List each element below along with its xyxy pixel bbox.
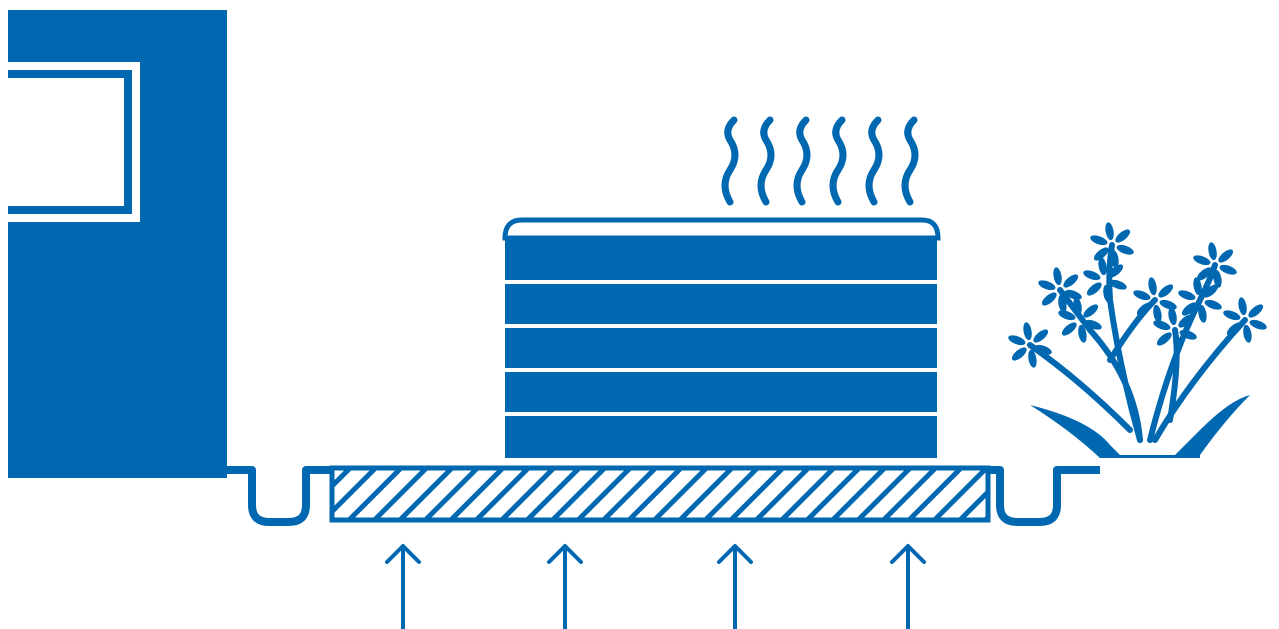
- leaf: [1084, 319, 1102, 330]
- leaf: [1218, 249, 1234, 263]
- leaf: [1238, 297, 1247, 316]
- up-arrow-icon: [717, 544, 753, 629]
- leaf: [1058, 310, 1076, 321]
- leaf: [1098, 257, 1107, 276]
- up-arrow-icon: [385, 544, 421, 629]
- building-icon: [8, 10, 227, 478]
- leaf: [1159, 299, 1177, 310]
- leaf: [1248, 304, 1264, 318]
- leaf: [1179, 329, 1197, 340]
- steam-wisp: [901, 116, 919, 206]
- steam-wisp: [793, 116, 811, 206]
- steam-wisp: [865, 116, 883, 206]
- leaf: [1061, 322, 1077, 336]
- leaf: [1168, 307, 1177, 326]
- leaf: [1053, 267, 1062, 286]
- leaf: [1038, 280, 1056, 291]
- leaf: [1136, 302, 1152, 316]
- leaf: [1093, 247, 1109, 261]
- leaf: [1008, 335, 1026, 346]
- leaf: [1153, 320, 1171, 331]
- leaf: [1173, 334, 1182, 353]
- hot-tub-panel-divider: [505, 280, 937, 284]
- leaf: [1223, 310, 1241, 321]
- leaf: [1249, 319, 1267, 330]
- leaf: [1103, 284, 1112, 303]
- hot-tub-icon: [502, 217, 941, 458]
- leaf: [1105, 222, 1114, 241]
- leaf: [1158, 284, 1174, 298]
- leaf: [1133, 290, 1151, 301]
- steam-wisp: [829, 116, 847, 206]
- leaf: [1193, 277, 1202, 296]
- leaf: [1078, 324, 1087, 343]
- leaf: [1116, 244, 1134, 255]
- leaf: [1115, 229, 1131, 243]
- leaf: [1203, 284, 1219, 298]
- leaf: [1063, 274, 1079, 288]
- leaf: [1196, 267, 1212, 281]
- leaf: [1181, 302, 1197, 316]
- leaf: [1109, 279, 1127, 290]
- leaf: [1204, 299, 1222, 310]
- leaf: [1219, 264, 1237, 275]
- leaf: [1086, 282, 1102, 296]
- leaf: [1058, 294, 1067, 313]
- leaf: [1226, 322, 1242, 336]
- leaf: [1028, 349, 1037, 368]
- leaf: [1213, 269, 1222, 288]
- leaf: [1193, 255, 1211, 266]
- hot-tub-panel-divider: [505, 324, 937, 328]
- leaf: [1023, 322, 1032, 341]
- leaf: [1148, 277, 1157, 296]
- leaf: [1034, 344, 1052, 355]
- leaf: [1033, 329, 1049, 343]
- ground-arrows: [385, 544, 926, 629]
- leaf: [1208, 242, 1217, 261]
- concrete-slab-icon: [329, 465, 991, 523]
- up-arrow-icon: [547, 544, 583, 629]
- leaf: [1083, 270, 1101, 281]
- leaf: [1110, 249, 1119, 268]
- leaf: [1090, 235, 1108, 246]
- leaf: [1108, 264, 1124, 278]
- leaf: [1243, 324, 1252, 343]
- steam-wisp: [757, 116, 775, 206]
- leaf: [1011, 347, 1027, 361]
- hot-tub-panel-divider: [505, 368, 937, 372]
- steam-icon: [721, 116, 919, 206]
- hot-tub-panel-dividers: [505, 280, 937, 416]
- leaf: [1073, 297, 1082, 316]
- leaf: [1041, 292, 1057, 306]
- leaf: [1156, 332, 1172, 346]
- up-arrow-icon: [890, 544, 926, 629]
- leaf: [1178, 314, 1194, 328]
- hot-tub-panel-divider: [505, 412, 937, 416]
- leaf: [1198, 304, 1207, 323]
- leaf: [1083, 304, 1099, 318]
- steam-wisp: [721, 116, 739, 206]
- shrub-icon: [1008, 222, 1267, 458]
- leaf: [1153, 304, 1162, 323]
- leaf: [1064, 289, 1082, 300]
- leaf: [1178, 290, 1196, 301]
